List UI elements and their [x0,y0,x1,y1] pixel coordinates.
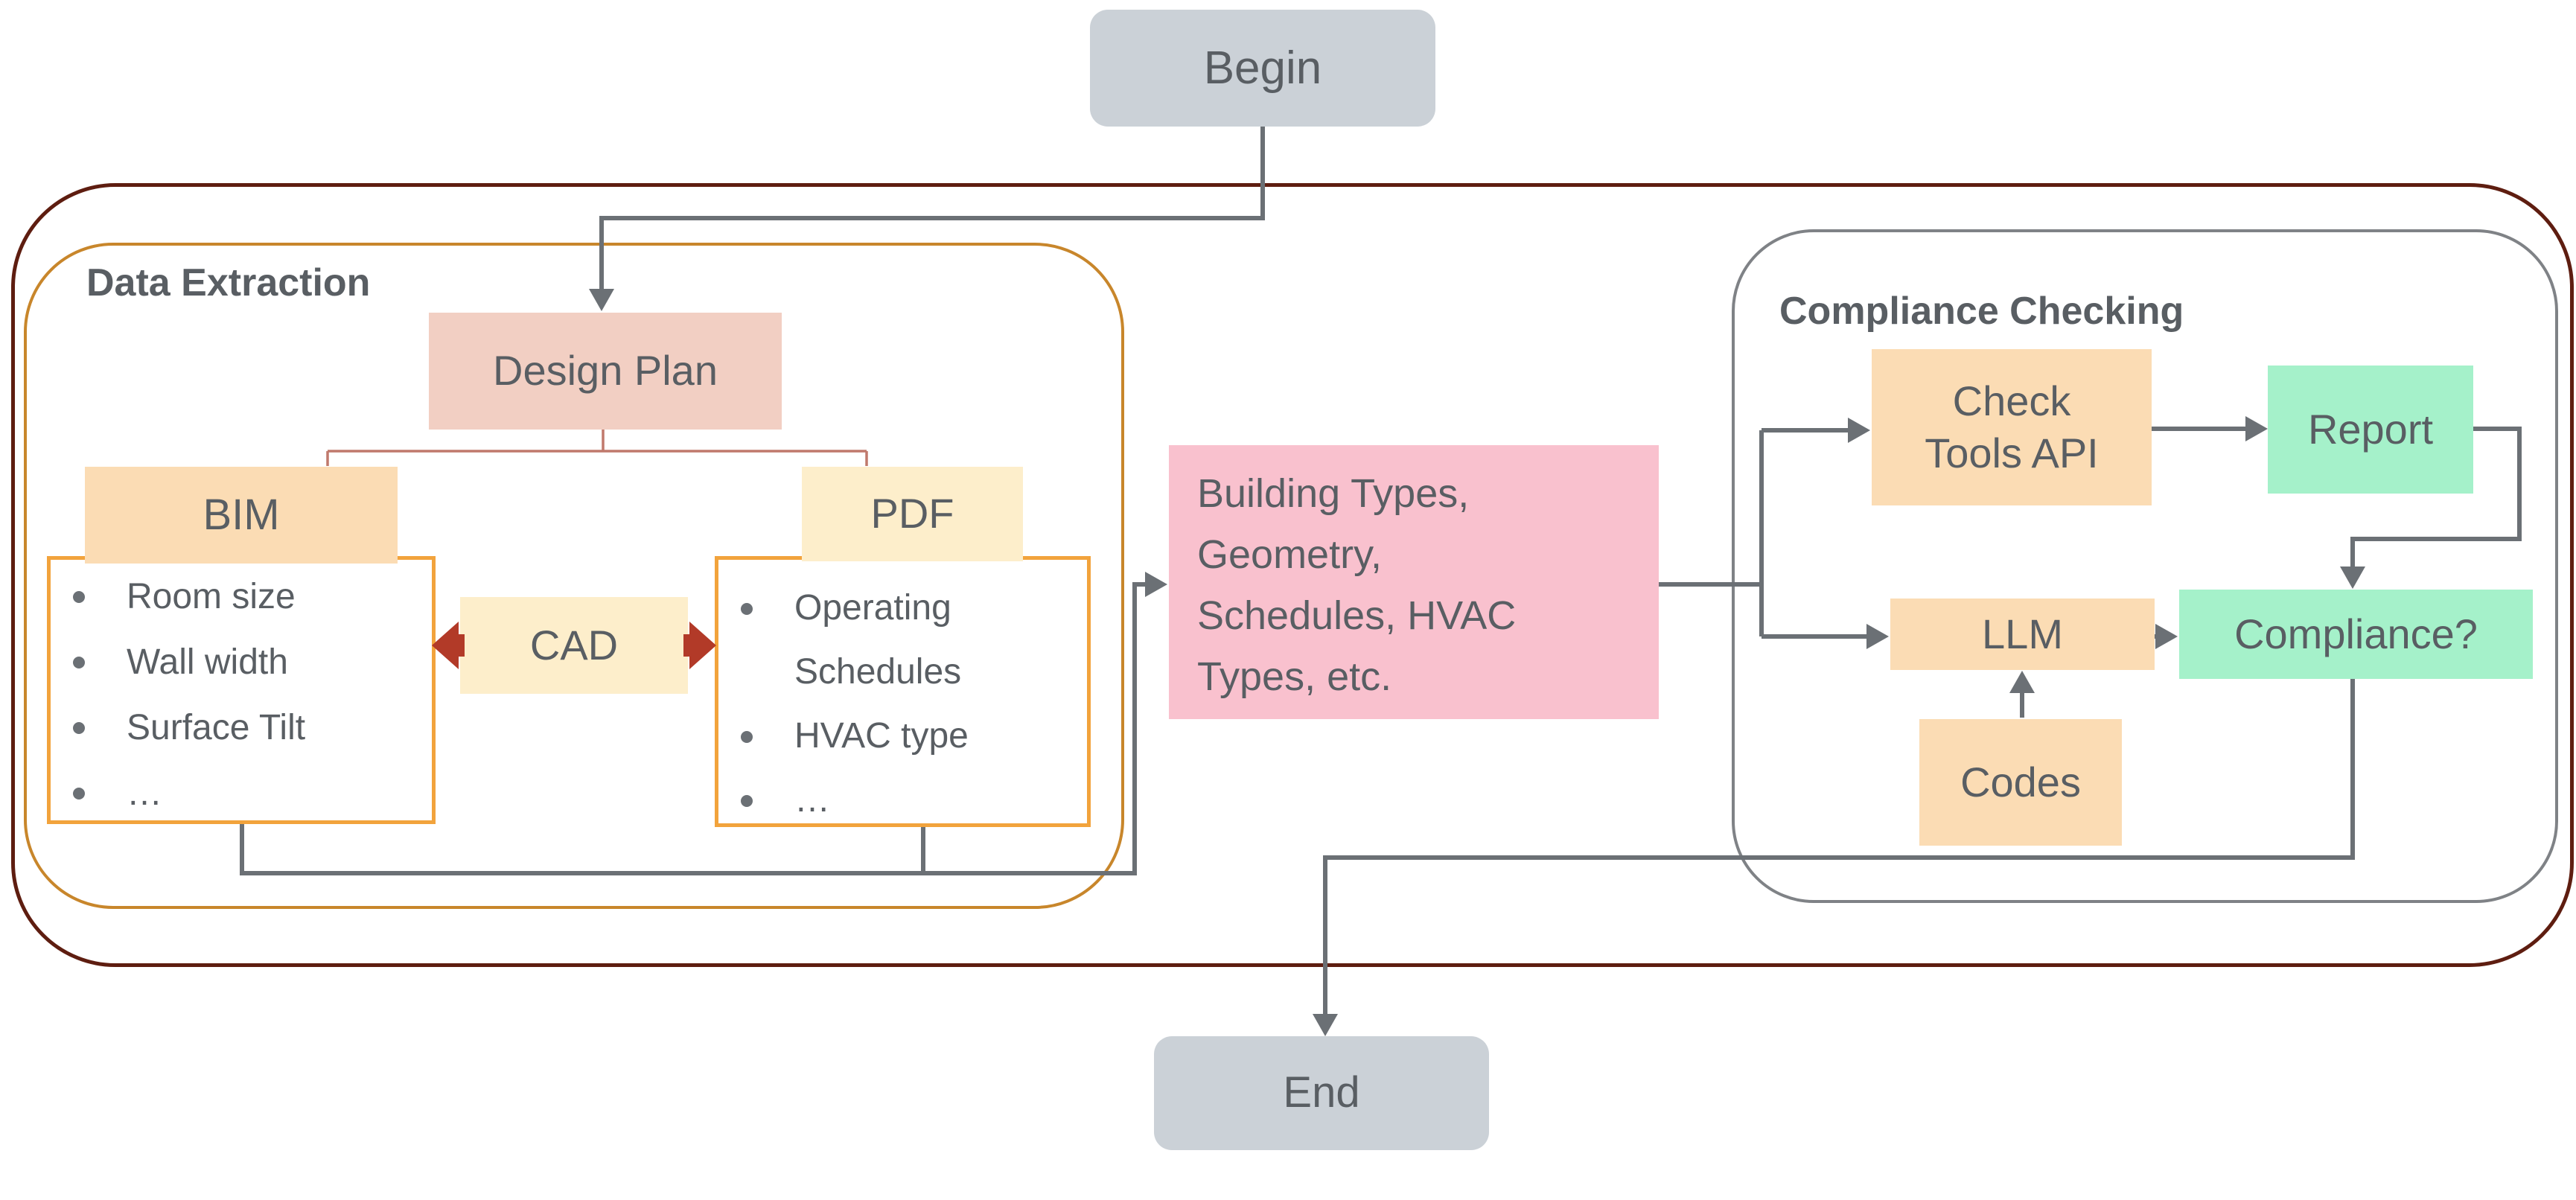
bim-label: BIM [203,490,280,539]
cad-node: CAD [460,597,688,694]
list-item-text: … [127,773,162,813]
building-info-line: Schedules, HVAC [1197,593,1517,638]
codes-label: Codes [1960,758,2081,805]
report-node: Report [2268,366,2473,494]
end-node: End [1154,1036,1489,1150]
data-extraction-title: Data Extraction [86,261,371,304]
check-tools-api-node: Check Tools API [1872,349,2152,505]
list-item: Wall width [51,630,432,695]
building-info-line: Geometry, [1197,532,1383,577]
report-label: Report [2307,405,2434,453]
check-tools-api-line: Check [1952,377,2071,424]
list-item: … [51,761,432,826]
end-label: End [1283,1068,1360,1117]
bullet-icon [741,795,753,807]
bullet-icon [741,731,753,743]
bullet-icon [741,603,753,615]
list-item: Operating Schedules [718,576,1087,704]
bim-detail-list: Room size Wall width Surface Tilt … [47,556,436,824]
list-item-text: Room size [127,577,296,616]
begin-label: Begin [1203,42,1322,94]
building-info-line: Types, etc. [1197,654,1392,699]
compliance-checking-title: Compliance Checking [1779,290,2184,333]
bullet-icon [73,657,85,668]
bullet-icon [73,722,85,734]
list-item: … [718,768,1087,832]
pdf-detail-list: Operating Schedules HVAC type … [715,556,1091,827]
bullet-icon [73,788,85,800]
codes-node: Codes [1919,719,2122,846]
design-plan-node: Design Plan [429,313,782,430]
list-item: Surface Tilt [51,695,432,761]
pdf-node: PDF [802,467,1023,561]
list-item: Room size [51,564,432,630]
building-info-node: Building Types, Geometry, Schedules, HVA… [1169,445,1659,719]
pdf-label: PDF [870,490,954,537]
data-extraction-container [24,243,1124,909]
arrowhead-down-icon [1313,1014,1338,1036]
compliance-question-node: Compliance? [2179,590,2533,679]
begin-node: Begin [1090,10,1435,127]
list-item-text: Surface Tilt [127,708,306,747]
design-plan-label: Design Plan [493,347,718,395]
list-item-text: HVAC type [794,716,969,756]
cad-label: CAD [529,621,619,668]
check-tools-api-line: Tools API [1925,430,2099,476]
bullet-icon [73,591,85,603]
list-item-text: … [794,780,830,820]
building-info-line: Building Types, [1197,471,1470,516]
compliance-question-label: Compliance? [2234,610,2478,657]
bim-node: BIM [85,467,398,564]
llm-label: LLM [1982,610,2063,657]
llm-node: LLM [1890,599,2155,670]
list-item-text: Wall width [127,642,288,682]
outer-process-container [11,183,2574,967]
list-item: HVAC type [718,704,1087,768]
list-item-text: Operating Schedules [794,588,962,692]
